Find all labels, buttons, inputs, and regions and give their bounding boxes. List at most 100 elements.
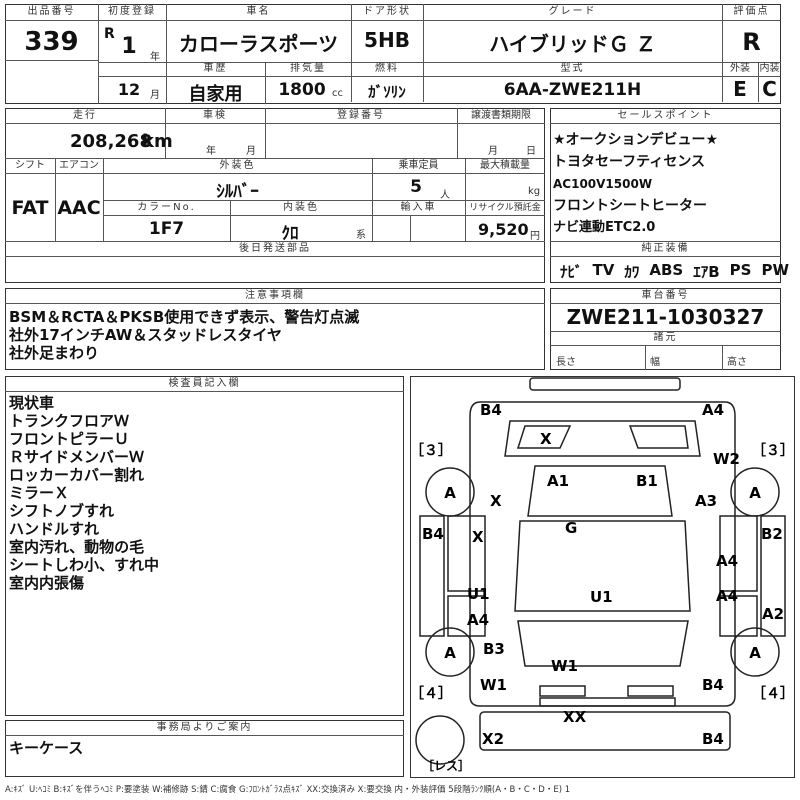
import-label: 輸入車 bbox=[400, 202, 437, 213]
door-value: 5HB bbox=[364, 28, 410, 52]
damage-mark: XX bbox=[563, 708, 587, 726]
score-value: R bbox=[742, 28, 761, 56]
fuel-label: 燃料 bbox=[375, 63, 399, 74]
month-unit: 月 bbox=[150, 90, 160, 101]
inspector-line: ロッカーカバー割れ bbox=[9, 466, 145, 484]
inspector-line: ハンドルすれ bbox=[9, 520, 100, 538]
inspector-line: シートしわ小、すれ中 bbox=[9, 556, 160, 574]
inspector-line: トランクフロアＷ bbox=[9, 412, 130, 430]
int-label: 内装 bbox=[759, 63, 780, 74]
tire-mark: A bbox=[749, 644, 761, 662]
inspector-line: 現状車 bbox=[9, 394, 55, 412]
width-label: 幅 bbox=[650, 357, 660, 368]
lot-label: 出品番号 bbox=[27, 6, 76, 17]
era-prefix: R bbox=[104, 26, 115, 42]
color-value: ｼﾙﾊﾞｰ bbox=[216, 182, 259, 202]
spare-label: ［レス］ bbox=[422, 758, 470, 773]
sales-point: トヨタセーフティセンス bbox=[553, 154, 706, 170]
damage-mark: X bbox=[540, 430, 552, 448]
reg-month: 12 bbox=[117, 80, 141, 99]
inspector-line: 室内内張傷 bbox=[9, 574, 85, 592]
tire-mark: A bbox=[444, 644, 456, 662]
equip-item: ｶﾜ bbox=[624, 263, 640, 281]
recycle-label: リサイクル預託金 bbox=[469, 203, 541, 213]
inspection-year-unit: 年 bbox=[206, 146, 216, 157]
damage-mark: A4 bbox=[716, 552, 738, 570]
sales-point: ナビ連動ETC2.0 bbox=[553, 220, 656, 235]
damage-mark: W1 bbox=[551, 657, 578, 675]
notes-box bbox=[5, 288, 545, 370]
grade-value: ハイブリッドＧ Ｚ bbox=[489, 32, 656, 56]
inspector-list: 現状車 トランクフロアＷ フロントピラーＵ ＲサイドメンバーＷ ロッカーカバー割… bbox=[9, 394, 159, 592]
office-label: 事務局よりご案内 bbox=[156, 722, 253, 733]
recycle-value: 9,520 bbox=[478, 220, 529, 239]
shift-label: シフト bbox=[15, 160, 45, 171]
ext-label: 外装 bbox=[730, 63, 750, 74]
note-line: BSM＆RCTA＆PKSB使用できず表示、警告灯点滅 bbox=[9, 308, 360, 326]
score-label: 評価点 bbox=[733, 6, 770, 17]
color-no-value: 1F7 bbox=[148, 219, 185, 239]
damage-mark: U1 bbox=[467, 585, 490, 603]
model-label: 型式 bbox=[560, 63, 585, 74]
equip-item: TV bbox=[592, 261, 615, 279]
equip-item: PS bbox=[729, 261, 752, 279]
dims-label: 諸元 bbox=[653, 332, 678, 343]
damage-mark: B2 bbox=[761, 525, 783, 543]
inspection-label: 車検 bbox=[203, 110, 227, 121]
note-line: 社外17インチAW＆スタッドレスタイヤ bbox=[9, 326, 282, 344]
equip-label: 純正装備 bbox=[641, 243, 690, 254]
chassis-box bbox=[550, 288, 781, 370]
int-color-label: 内装色 bbox=[283, 202, 319, 213]
damage-mark: A4 bbox=[702, 401, 724, 419]
color-label: 外装色 bbox=[219, 160, 256, 171]
displacement-unit: cc bbox=[332, 88, 343, 99]
bracket-label: ［４］ bbox=[752, 685, 794, 702]
car-name: カローラスポーツ bbox=[178, 32, 339, 56]
damage-mark: A4 bbox=[467, 611, 489, 629]
grade-label: グレード bbox=[548, 6, 597, 17]
office-box bbox=[5, 720, 404, 777]
mileage-unit: km bbox=[142, 131, 173, 152]
damage-mark: W2 bbox=[713, 450, 740, 468]
chassis-number: ZWE211-1030327 bbox=[566, 305, 765, 329]
damage-mark: G bbox=[565, 519, 577, 537]
seats-value: 5 bbox=[410, 177, 422, 197]
ac-label: エアコン bbox=[59, 160, 99, 171]
damage-mark: B4 bbox=[702, 730, 724, 748]
sales-point: フロントシートヒーター bbox=[553, 198, 707, 214]
damage-diagram: A A A A ［３］ ［３］ ［４］ ［４］ ［レス］ B4 A4 X W2 … bbox=[410, 377, 794, 773]
inspector-line: フロントピラーＵ bbox=[9, 430, 130, 448]
note-line: 社外足まわり bbox=[9, 344, 100, 362]
ext-value: E bbox=[733, 77, 747, 101]
inspector-line: ミラーＸ bbox=[9, 484, 70, 502]
sales-box bbox=[550, 108, 781, 283]
fuel-value: ｶﾞｿﾘﾝ bbox=[368, 83, 406, 101]
plate-label: 登録番号 bbox=[337, 110, 385, 121]
damage-mark: B4 bbox=[422, 525, 444, 543]
tire-mark: A bbox=[749, 484, 761, 502]
damage-mark: X bbox=[472, 528, 484, 546]
color-no-label: カラーNo. bbox=[137, 202, 196, 213]
later-parts-label: 後日発送部品 bbox=[239, 243, 311, 254]
int-value: C bbox=[762, 77, 777, 101]
damage-mark: A1 bbox=[547, 472, 569, 490]
bracket-label: ［３］ bbox=[410, 442, 452, 459]
sales-points-list: ★オークションデビュー★ トヨタセーフティセンス AC100V1500W フロン… bbox=[553, 129, 718, 239]
displacement-value: 1800 bbox=[278, 80, 326, 100]
transfer-day-unit: 日 bbox=[526, 146, 536, 157]
load-label: 最大積載量 bbox=[480, 160, 530, 171]
length-label: 長さ bbox=[556, 357, 576, 368]
transfer-label: 譲渡書類期限 bbox=[471, 110, 531, 121]
damage-mark: X bbox=[490, 492, 502, 510]
recycle-unit: 円 bbox=[530, 231, 540, 242]
history-label: 車歴 bbox=[203, 63, 228, 74]
equip-list: ﾅﾋﾞ TV ｶﾜ ABS ｴｱB PS PW bbox=[560, 261, 789, 282]
height-label: 高さ bbox=[727, 357, 747, 368]
seats-label: 乗車定員 bbox=[398, 160, 439, 171]
damage-mark: B3 bbox=[483, 640, 505, 658]
notes-list: BSM＆RCTA＆PKSB使用できず表示、警告灯点滅 社外17インチAW＆スタッ… bbox=[9, 308, 359, 362]
int-color-unit: 系 bbox=[356, 230, 366, 241]
history-value: 自家用 bbox=[188, 84, 243, 105]
damage-mark: X2 bbox=[482, 730, 504, 748]
damage-mark: B1 bbox=[636, 472, 658, 490]
